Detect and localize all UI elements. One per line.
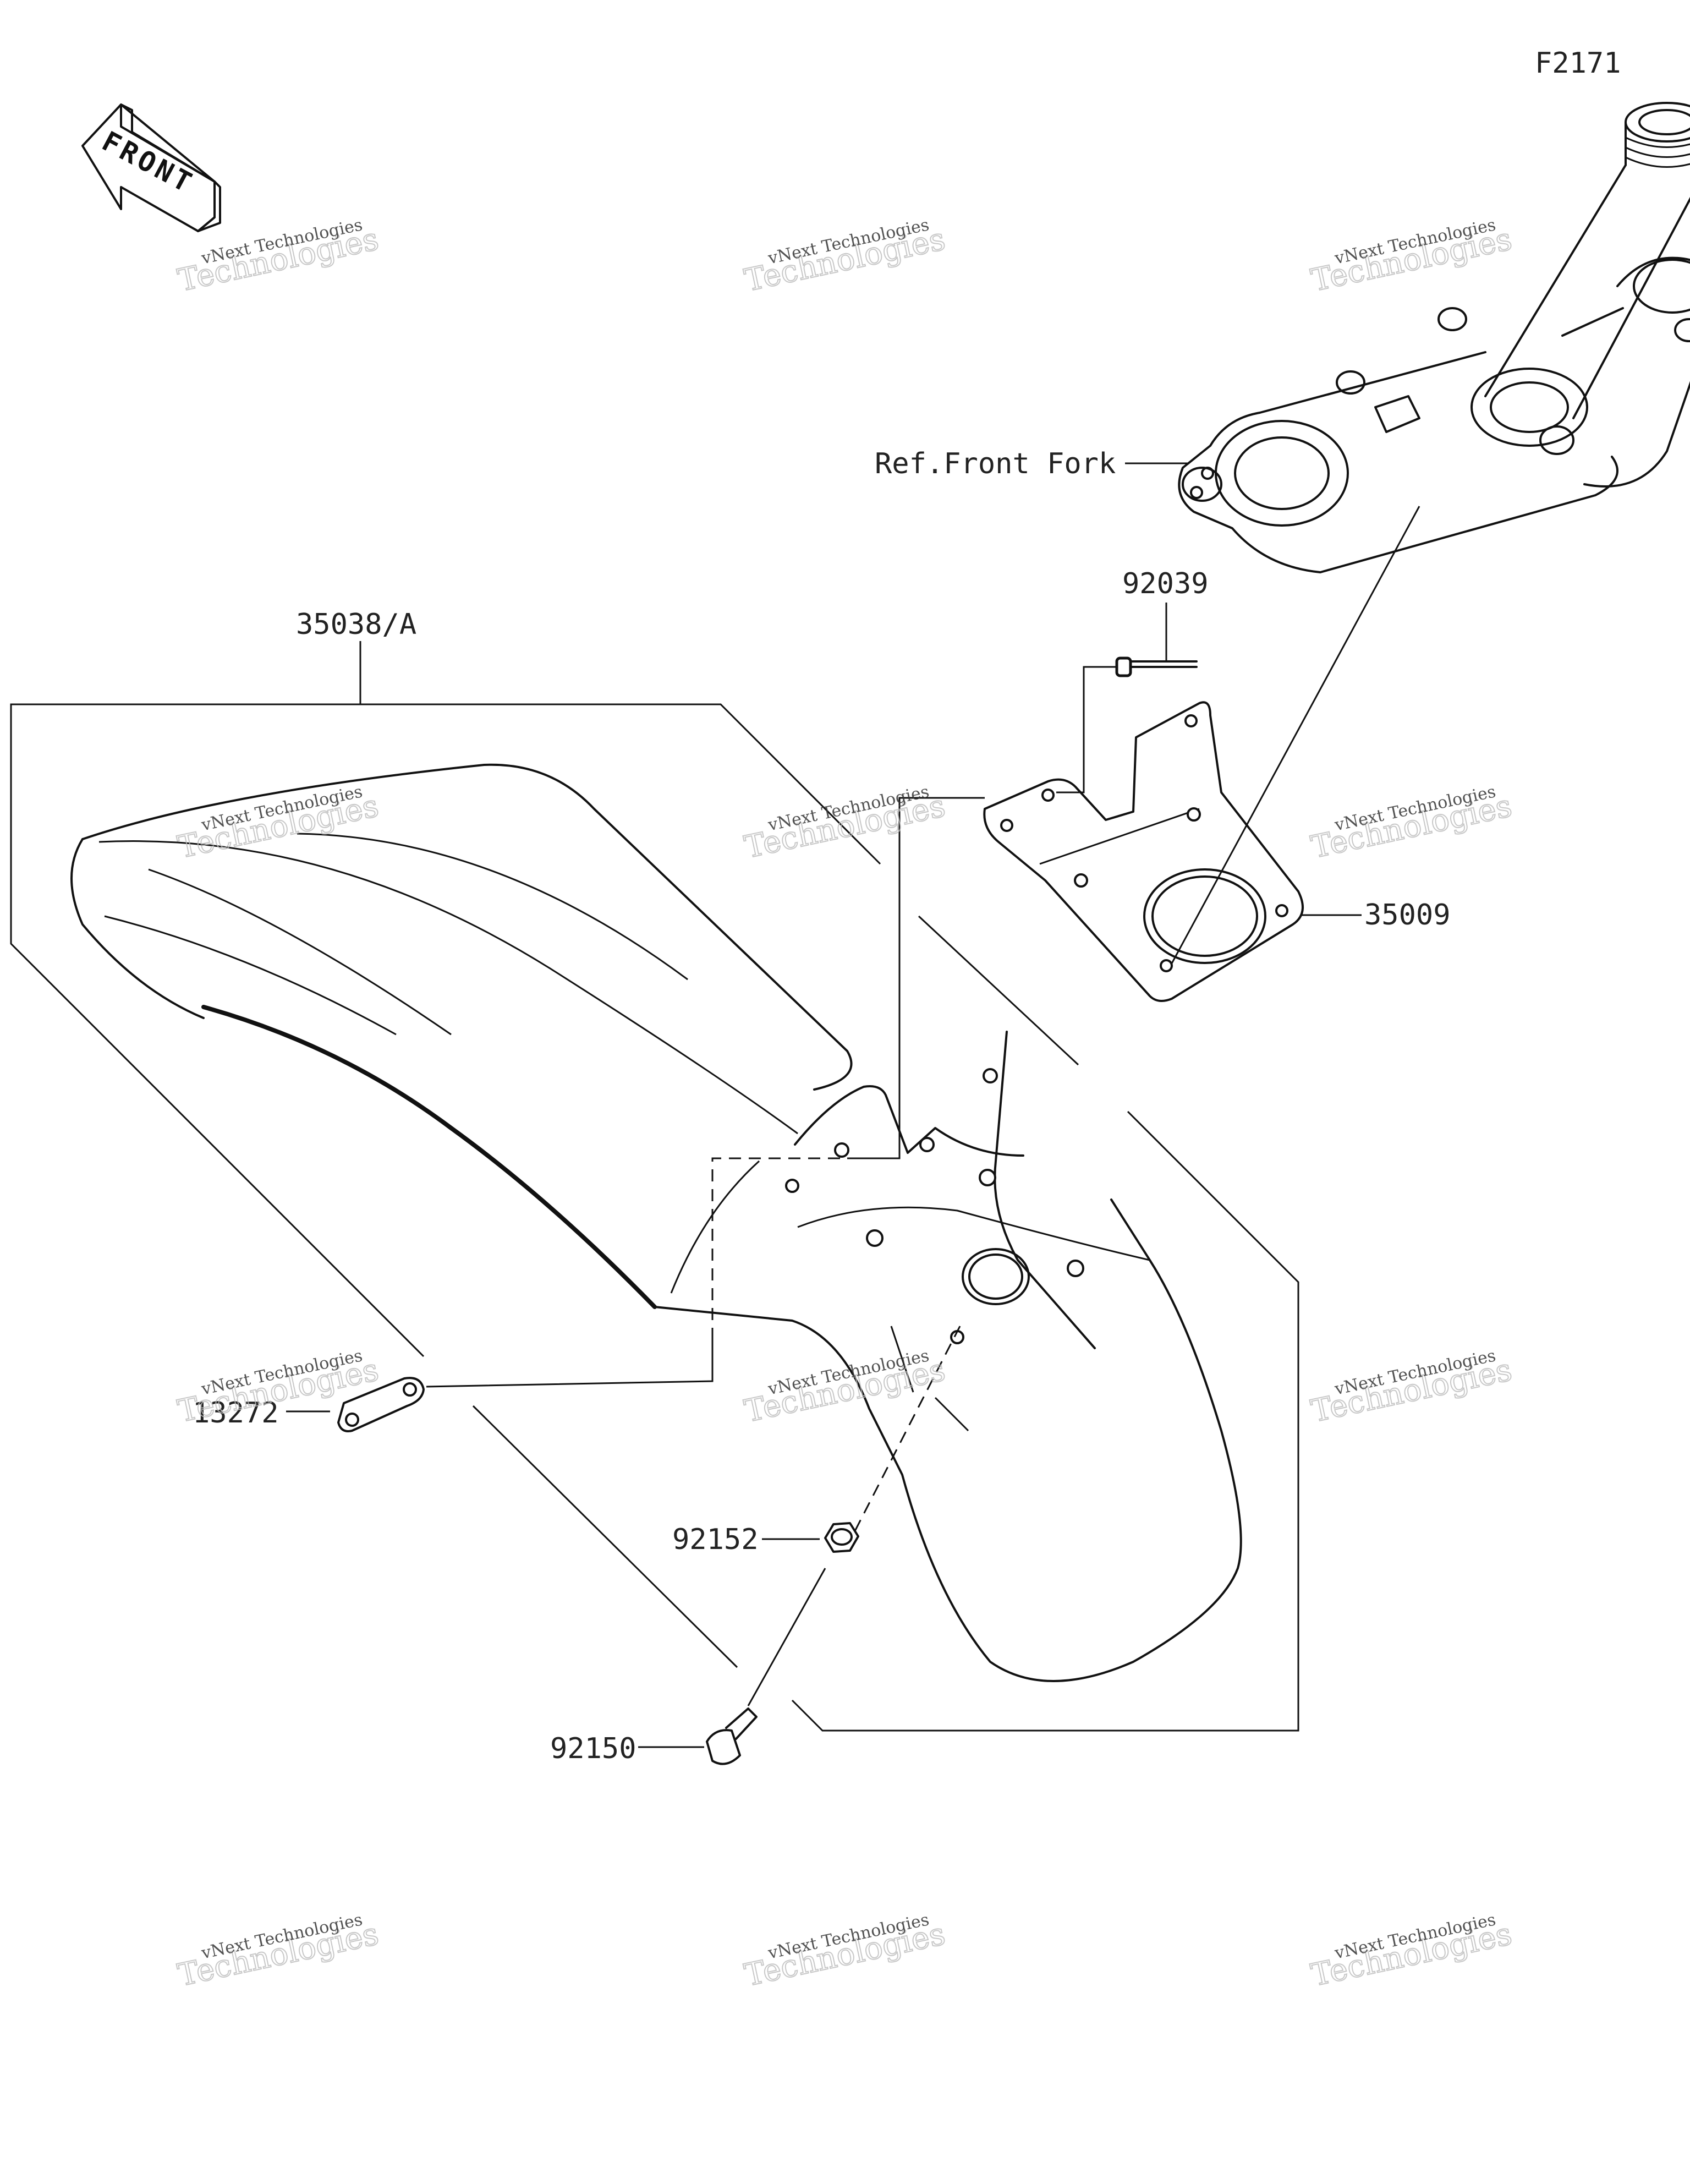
watermark: Technologies vNext Technologies bbox=[741, 782, 949, 866]
watermark: Technologies vNext Technologies bbox=[174, 1910, 382, 1994]
figure-code: F2171 bbox=[1535, 47, 1621, 80]
watermark: Technologies vNext Technologies bbox=[1308, 1346, 1516, 1430]
front-arrow-icon: FRONT bbox=[81, 103, 221, 232]
label-13272: 13272 bbox=[193, 1397, 279, 1430]
label-ref-front-fork: Ref.Front Fork bbox=[875, 447, 1116, 480]
watermark: Technologies vNext Technologies bbox=[1308, 215, 1516, 299]
label-35009: 35009 bbox=[1364, 899, 1451, 932]
nut-92152-drawing bbox=[824, 1522, 859, 1553]
front-fender-drawing bbox=[70, 763, 1242, 1682]
watermark: Technologies vNext Technologies bbox=[741, 1910, 949, 1994]
watermark: Technologies vNext Technologies bbox=[741, 1346, 949, 1430]
watermark: Technologies vNext Technologies bbox=[1308, 1910, 1516, 1994]
triple-clamp-drawing bbox=[1178, 102, 1690, 573]
watermark: Technologies vNext Technologies bbox=[1308, 782, 1516, 866]
label-92039: 92039 bbox=[1122, 567, 1209, 600]
watermark: Technologies vNext Technologies bbox=[741, 215, 949, 299]
clip-13272-drawing bbox=[337, 1377, 425, 1432]
label-92150: 92150 bbox=[550, 1732, 637, 1765]
label-92152: 92152 bbox=[672, 1523, 759, 1556]
bolt-92150-drawing bbox=[706, 1707, 758, 1765]
bracket-35009-drawing bbox=[983, 701, 1304, 1002]
watermark-grid: Technologies vNext Technologies Technolo… bbox=[174, 215, 1516, 1994]
rivet-92039-drawing bbox=[1115, 656, 1198, 677]
label-35038a: 35038/A bbox=[296, 608, 416, 641]
